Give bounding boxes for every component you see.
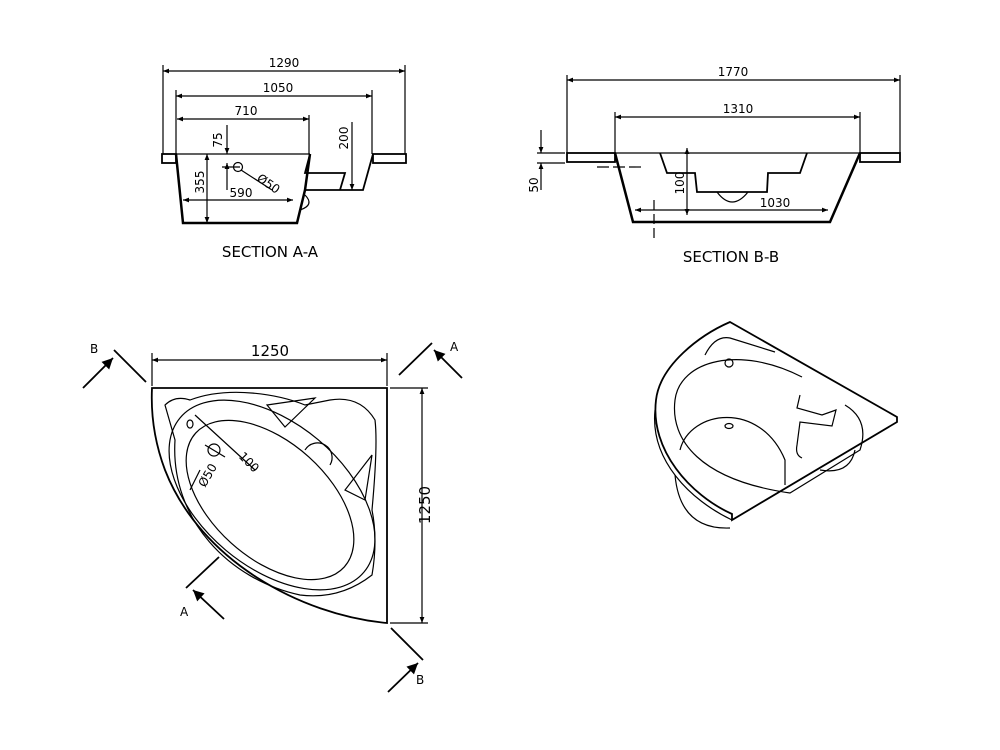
rim-right: [372, 153, 407, 164]
section-a-a: 1290 1050 710 75 200 355 590 Ø50 SECTION…: [161, 56, 407, 261]
svg-text:B: B: [90, 342, 98, 356]
basin-rim: [673, 359, 864, 494]
dim-dia50-plan: Ø50: [195, 461, 219, 489]
seat: [795, 394, 837, 459]
drain-circle: [207, 443, 221, 457]
dim-50: 50: [527, 177, 541, 192]
rim-left: [566, 152, 616, 163]
section-b-title: SECTION B-B: [683, 248, 779, 266]
seat-right: [344, 454, 373, 501]
svg-text:A: A: [180, 605, 189, 619]
tub-body: [174, 153, 312, 225]
dim-710: 710: [235, 104, 258, 118]
drain-hole: [724, 422, 734, 430]
tub-foot-left: [674, 474, 731, 529]
dim-355: 355: [193, 171, 207, 194]
rim-inner: [164, 391, 377, 597]
drain-hole: [186, 419, 194, 429]
basin-inner: [185, 419, 355, 581]
dim-1050: 1050: [263, 81, 294, 95]
dim-1030: 1030: [760, 196, 791, 210]
dim-100: 100: [673, 172, 687, 195]
section-a-title: SECTION A-A: [222, 243, 319, 261]
svg-text:A: A: [450, 340, 459, 354]
dim-1770: 1770: [718, 65, 749, 79]
drain-curve: [299, 194, 310, 211]
section-marker-b-bottom: B: [387, 627, 424, 693]
section-marker-b-top: B: [82, 342, 147, 389]
dim-200: 200: [337, 127, 351, 150]
dim-100-plan: 100: [236, 449, 262, 475]
tub-step: [659, 152, 808, 193]
tub-body: [613, 152, 862, 224]
drain-bulge: [716, 191, 749, 203]
section-marker-a-bottom: A: [180, 556, 225, 620]
dim-75: 75: [211, 132, 225, 147]
svg-text:B: B: [416, 673, 424, 687]
rim-left: [161, 153, 177, 164]
rim-top: [654, 320, 898, 522]
seat-left: [265, 397, 317, 428]
drain-circle: [232, 161, 244, 173]
dim-height-1250: 1250: [416, 486, 434, 524]
dim-dia50-a: Ø50: [254, 171, 282, 197]
tub-step: [303, 153, 374, 191]
plan-view: 100 Ø50 1250 1250 B A A B: [82, 340, 463, 693]
dim-1290: 1290: [269, 56, 300, 70]
overflow: [304, 442, 333, 466]
tub-foot-right: [819, 449, 856, 472]
section-b-b: 1770 1310 100 1030 50 SECTION B-B: [527, 65, 901, 266]
basin-outer: [168, 399, 376, 591]
section-marker-a-top: A: [398, 340, 463, 379]
overflow-hole: [724, 358, 734, 368]
isometric-view: [654, 320, 898, 529]
basin-lower: [679, 416, 786, 485]
dim-width-1250: 1250: [251, 342, 289, 360]
dim-1310: 1310: [723, 102, 754, 116]
rim-right: [859, 152, 901, 163]
dim-590: 590: [230, 186, 253, 200]
